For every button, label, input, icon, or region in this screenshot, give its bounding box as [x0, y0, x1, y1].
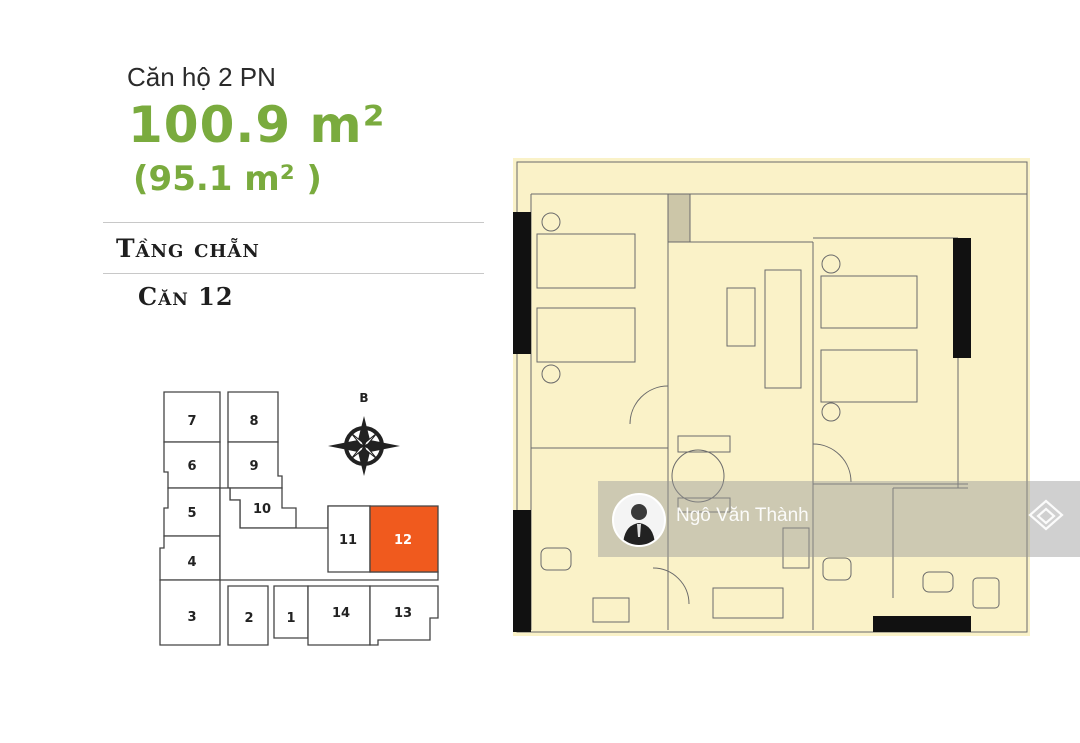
unit-label-5: 5	[187, 506, 196, 521]
unit-label-1: 1	[286, 611, 295, 626]
unit-label-4: 4	[187, 555, 196, 570]
unit-label-11: 11	[339, 533, 357, 548]
unit-label: Căn 12	[138, 282, 234, 311]
unit-label-14: 14	[332, 606, 350, 621]
unit-label-10: 10	[253, 502, 271, 517]
divider-top	[103, 222, 484, 223]
total-area: 100.9 m²	[128, 96, 386, 154]
net-area: (95.1 m² )	[133, 159, 322, 199]
floor-label: Tầng chẵn	[116, 234, 260, 263]
unit-label-2: 2	[244, 611, 253, 626]
unit-label-13: 13	[394, 606, 412, 621]
key-plan: 7 8 6 9 5 10 4 11 12 3 2 1 14 13 B	[159, 391, 439, 646]
unit-13	[369, 585, 439, 646]
agent-avatar	[612, 493, 666, 547]
compass-label: B	[359, 391, 368, 405]
unit-label-12: 12	[394, 533, 412, 548]
house-logo-icon	[1028, 499, 1064, 531]
compass-icon	[328, 416, 400, 476]
unit-3	[159, 579, 221, 646]
divider-bottom	[103, 273, 484, 274]
agent-name: Ngô Văn Thành	[676, 505, 809, 526]
apartment-type-title: Căn hộ 2 PN	[127, 62, 276, 92]
unit-label-3: 3	[187, 610, 196, 625]
unit-label-8: 8	[249, 414, 258, 429]
watermark-banner	[598, 481, 1080, 557]
unit-label-6: 6	[187, 459, 196, 474]
unit-label-9: 9	[249, 459, 258, 474]
unit-2	[227, 585, 269, 646]
unit-label-7: 7	[187, 414, 196, 429]
unit-12	[369, 505, 439, 573]
floor-plan-drawing	[513, 158, 1030, 636]
